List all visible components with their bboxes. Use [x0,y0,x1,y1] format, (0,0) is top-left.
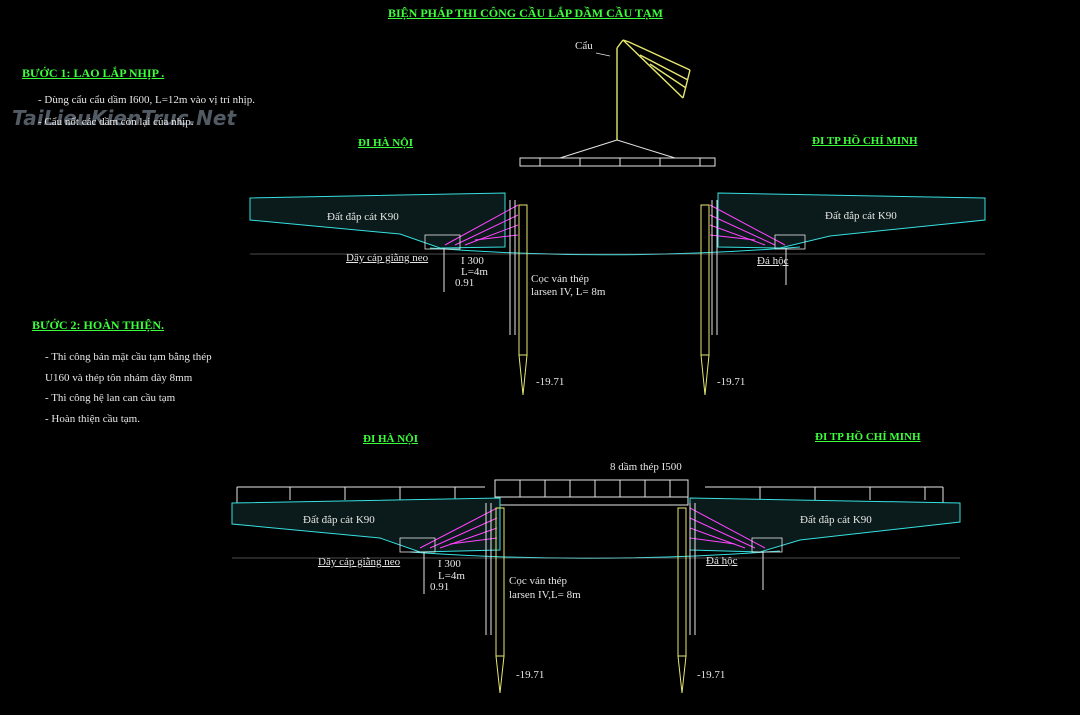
direction-right: ĐI TP HỒ CHÍ MINH [812,135,918,147]
bridge-span [494,479,689,506]
step1-note: - Cẩu nốt các dầm còn lại của nhịp. [38,116,194,128]
riprap-left [424,234,461,250]
watermark: TaiLieuKienTruc.Net [12,106,237,130]
sheet-pile-label: Cọc ván thép [531,273,590,285]
riprap-right [751,537,783,553]
page-title: BIỆN PHÁP THI CÔNG CẦU LẮP DẦM CẦU TẠM [388,6,663,20]
fill-label-left: Đất đắp cát K90 [303,514,375,526]
pile-left [495,507,505,694]
step2-note: - Hoàn thiện cầu tạm. [45,413,140,425]
step2-heading: BƯỚC 2: HOÀN THIỆN. [32,318,165,332]
crane-hanging-beam [519,139,716,167]
sheet-pile-right [689,503,696,635]
fill-label-left: Đất đắp cát K90 [327,211,399,223]
riprap-label: Đá hộc [757,255,789,267]
pile-left [518,204,528,396]
direction-left: ĐI HÀ NỘI [358,137,414,149]
step2-note: U160 và thép tôn nhám dày 8mm [45,372,193,384]
beam-i300-label: I 300 [461,255,484,267]
girders-label: 8 dầm thép I500 [610,461,682,473]
embankment-left [249,192,506,249]
direction-right: ĐI TP HỒ CHÍ MINH [815,431,921,443]
sheet-pile-left [509,200,516,335]
bracing-left [444,204,519,246]
riprap-left [399,537,436,553]
elevation-left: -19.71 [516,669,545,681]
elevation-right: -19.71 [717,376,746,388]
diagram1 [249,192,986,396]
anchor-cable-label: Dây cáp giằng neo [346,252,429,264]
beam-i300-label: I 300 [438,558,461,570]
railing-left [236,486,485,503]
bracing-right [689,507,766,549]
railing-right [705,486,944,503]
sheet-pile-label: Cọc ván thép [509,575,568,587]
embankment-right [717,192,986,249]
riprap-label: Đá hộc [706,555,738,567]
fill-label-right: Đất đắp cát K90 [825,210,897,222]
elevation-small: 0.91 [455,277,475,289]
crane-leader [595,52,611,57]
elevation-left: -19.71 [536,376,565,388]
elevation-small: 0.91 [430,581,450,593]
bracing-right [709,204,786,246]
sheet-pile-spec: larsen IV, L= 8m [531,286,606,298]
elevation-right: -19.71 [697,669,726,681]
sheet-pile-left [485,503,492,635]
diagram2 [231,479,961,694]
sheet-pile-right [711,200,718,335]
crane-label: Cẩu [575,40,593,52]
beam-length-label: L=4m [438,570,465,582]
anchor-cable-label: Dây cáp giằng neo [318,556,401,568]
pile-right [700,204,710,396]
step1-heading: BƯỚC 1: LAO LẮP NHỊP . [22,66,165,80]
crane [616,39,691,140]
step1-note: - Dùng cẩu cẩu dầm I600, L=12m vào vị tr… [38,94,255,106]
step2-note: - Thi công bản mặt cầu tạm bằng thép [45,351,212,363]
pile-right [677,507,687,694]
beam-length-label: L=4m [461,266,488,278]
direction-left: ĐI HÀ NỘI [363,433,419,445]
riprap-right [774,234,806,250]
step2-note: - Thi công hệ lan can cầu tạm [45,392,176,404]
sheet-pile-spec: larsen IV,L= 8m [509,589,581,601]
water-line [429,246,801,256]
fill-label-right: Đất đắp cát K90 [800,514,872,526]
